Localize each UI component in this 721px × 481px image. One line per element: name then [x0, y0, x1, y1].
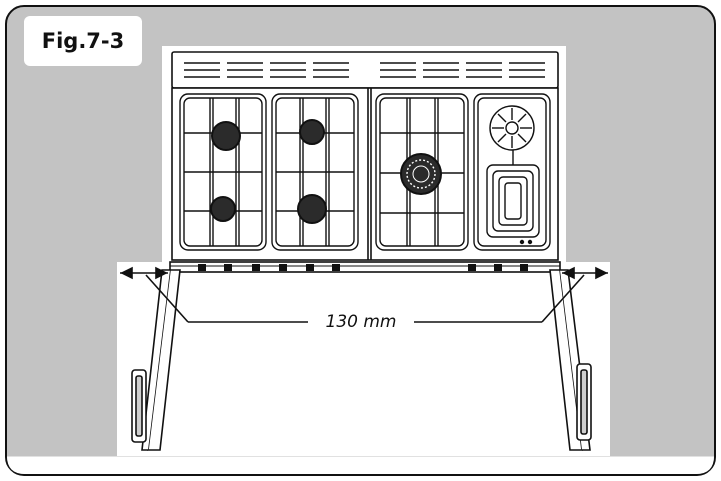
griddle-icon: [486, 150, 540, 238]
pan-support-left: [179, 93, 267, 251]
dimension-arrow-icon: [120, 266, 608, 323]
oven-door-handle-icon: [576, 363, 592, 441]
dimension-label: 130 mm: [312, 309, 410, 335]
hob-surface: [171, 87, 559, 261]
cooker-side-left: [131, 269, 181, 451]
installation-cavity-lower: [117, 262, 610, 456]
oven-door-handle-icon: [131, 369, 147, 443]
flower-element: [489, 105, 535, 151]
figure-label: Fig.7-3: [24, 16, 142, 66]
frame-bottom-band: [7, 456, 714, 474]
control-knobs: [198, 264, 528, 271]
back-vents: [184, 62, 545, 78]
cooker-side-right: [549, 269, 592, 451]
hotplate-icon: [473, 93, 551, 251]
cooker-hob: [171, 51, 559, 261]
gas-burner-icon: [210, 119, 442, 224]
control-panel: [169, 261, 561, 273]
